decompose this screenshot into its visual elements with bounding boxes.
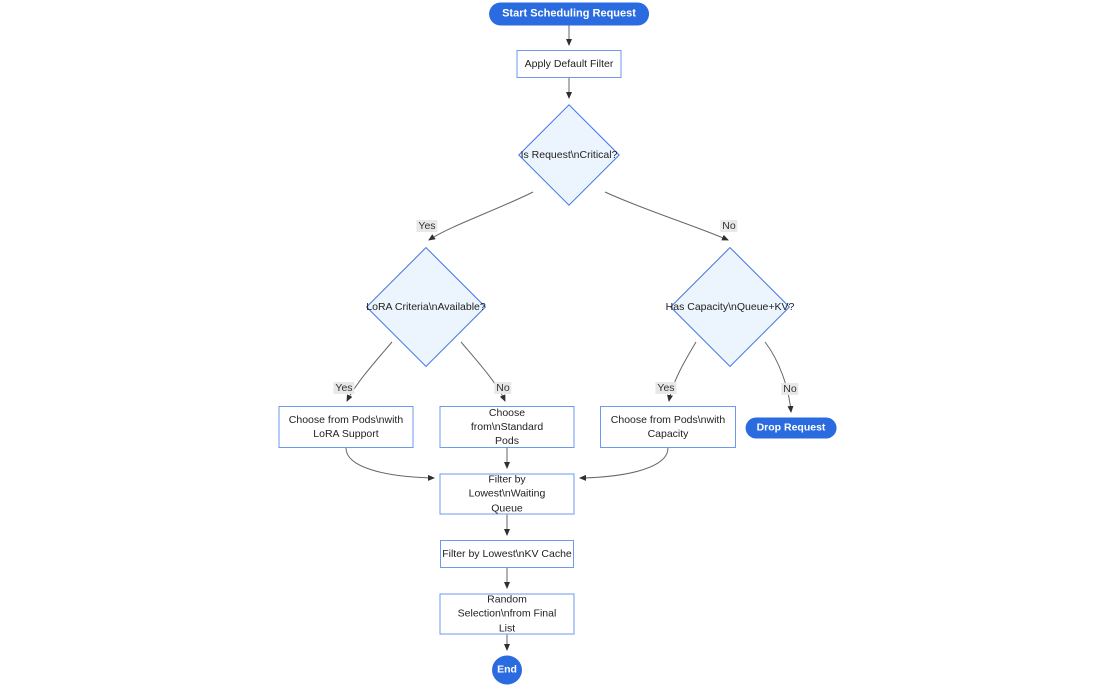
edge-lora-no-standard [460, 341, 506, 402]
decision-has-capacity-label: Has Capacity\nQueue+KV? [665, 301, 795, 313]
node-drop-request: Drop Request [745, 417, 837, 439]
edge-critical-no-capacity [604, 191, 729, 241]
edge-label-critical-no: No [720, 220, 738, 232]
edge-label-capacity-no: No [781, 383, 799, 395]
node-start: Start Scheduling Request [489, 2, 649, 26]
decision-lora-available-label: LoRA Criteria\nAvailable? [366, 301, 486, 313]
edge-critical-yes-lora [428, 191, 534, 241]
node-apply-default-filter: Apply Default Filter [516, 50, 622, 78]
edge-label-lora-no: No [494, 382, 512, 394]
edge-lora-yes-pods [346, 341, 393, 402]
edge-capacity-no-drop [764, 341, 794, 413]
edge-capacitypods-filterqueue [579, 447, 669, 481]
node-random-selection: Random Selection\nfrom Final List [439, 593, 575, 635]
decision-is-request-critical-label: Is Request\nCritical? [520, 149, 618, 161]
node-filter-kv-cache: Filter by Lowest\nKV Cache [440, 540, 574, 568]
node-choose-lora-pods: Choose from Pods\nwith LoRA Support [278, 406, 414, 448]
edge-lorapods-filterqueue [345, 447, 435, 481]
edge-capacity-yes-pods [667, 341, 697, 402]
node-choose-capacity-pods: Choose from Pods\nwith Capacity [600, 406, 736, 448]
node-choose-standard-pods: Choose from\nStandard Pods [439, 406, 575, 448]
node-filter-waiting-queue: Filter by Lowest\nWaiting Queue [439, 473, 575, 515]
edge-label-critical-yes: Yes [416, 220, 438, 232]
node-end: End [492, 655, 522, 685]
edge-label-lora-yes: Yes [333, 382, 355, 394]
edge-label-capacity-yes: Yes [655, 382, 677, 394]
